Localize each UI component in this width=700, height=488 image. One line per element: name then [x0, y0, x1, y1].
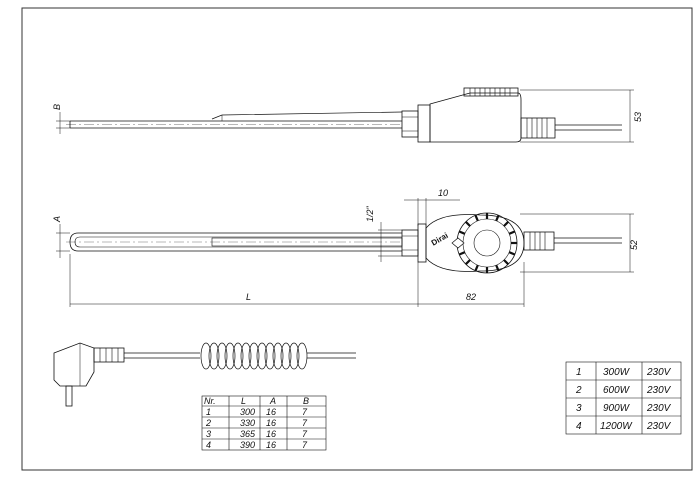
model-col-l: L [241, 396, 246, 406]
brand-logo: Dirai [430, 231, 450, 248]
power-cell: 230V [646, 421, 672, 432]
side-knob [463, 87, 519, 97]
side-sensor-wire [211, 111, 403, 120]
side-dimension-lines [56, 89, 634, 143]
model-col-nr: Nr. [204, 396, 216, 406]
model-col-a: A [269, 396, 276, 406]
model-cell: 7 [302, 440, 308, 450]
model-cell: 330 [240, 418, 255, 428]
power-cell: 600W [603, 385, 631, 396]
dim-front-height: 52 [629, 240, 639, 250]
plug-body [53, 342, 95, 387]
front-strain-relief [523, 231, 555, 251]
side-view [66, 87, 622, 143]
model-cell: 300 [240, 407, 255, 417]
indicator-diamond [451, 237, 465, 249]
power-cell: 1 [576, 367, 582, 378]
side-collar [417, 104, 431, 143]
side-knob-ribs [469, 88, 511, 96]
power-cell: 230V [646, 385, 672, 396]
side-hex-nut [401, 110, 419, 138]
model-col-b: B [303, 396, 309, 406]
model-cell: 7 [302, 418, 308, 428]
coiled-cable [200, 342, 308, 370]
front-hex-nut [401, 229, 419, 257]
side-strain-relief [520, 117, 556, 139]
dial-grip-ticks [458, 213, 517, 273]
dim-front-a: A [52, 216, 62, 223]
drawing-frame [21, 7, 693, 471]
dim-body-length: 82 [466, 292, 476, 302]
model-cell: 16 [266, 440, 276, 450]
dim-flange: 10 [438, 188, 448, 198]
power-cell: 230V [646, 367, 672, 378]
plug-strain-relief [93, 347, 125, 363]
plug-cable-view [53, 342, 356, 407]
power-cell: 230V [646, 403, 672, 414]
power-cell: 2 [575, 385, 582, 396]
model-cell: 7 [302, 429, 308, 439]
model-cell: 4 [206, 440, 211, 450]
dim-length: L [246, 292, 251, 302]
model-cell: 16 [266, 407, 276, 417]
power-cell: 4 [576, 421, 582, 432]
front-dimension-lines [56, 198, 634, 307]
model-cell: 16 [266, 418, 276, 428]
dim-side-b: B [52, 104, 62, 110]
plug-pin [65, 385, 73, 407]
power-cell: 3 [576, 403, 582, 414]
power-table: 1 300W 230V 2 600W 230V 3 900W 230V 4 12… [565, 361, 682, 435]
dim-thread: 1/2" [365, 205, 375, 222]
front-view [66, 212, 622, 274]
power-cell: 900W [603, 403, 631, 414]
dial-center [473, 229, 501, 257]
side-housing [429, 92, 522, 143]
model-cell: 3 [206, 429, 211, 439]
model-cell: 1 [206, 407, 211, 417]
power-cell: 300W [603, 367, 631, 378]
model-cell: 7 [302, 407, 308, 417]
model-cell: 2 [205, 418, 211, 428]
dim-side-height: 53 [633, 112, 643, 122]
model-table: Nr. L A B 1 300 16 7 2 330 16 7 3 365 16… [201, 395, 327, 451]
power-cell: 1200W [600, 421, 633, 432]
model-cell: 365 [240, 429, 256, 439]
model-cell: 390 [240, 440, 255, 450]
model-cell: 16 [266, 429, 276, 439]
